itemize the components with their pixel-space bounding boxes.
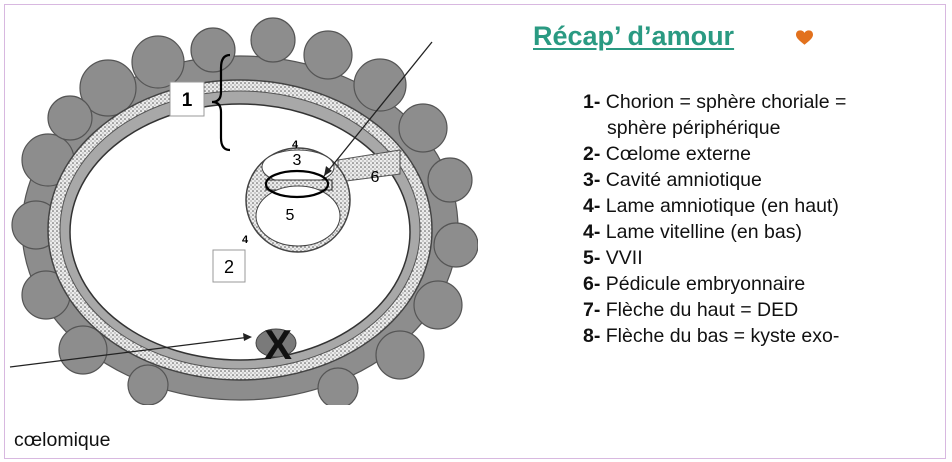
legend-item: 2- Cœlome externe (583, 141, 846, 167)
legend-item: 3- Cavité amniotique (583, 167, 846, 193)
diagram-label-5: 5 (286, 207, 295, 224)
diagram-label-2: 2 (224, 257, 234, 277)
legend-item: 6- Pédicule embryonnaire (583, 271, 846, 297)
heart-icon (796, 30, 813, 46)
exocoelom-cavity (70, 104, 410, 360)
legend-item: 4- Lame vitelline (en bas) (583, 219, 846, 245)
legend-item: 1- Chorion = sphère choriale =sphère pér… (583, 89, 846, 141)
page-title: Récap’ d’amour (533, 21, 734, 52)
legend-item: 8- Flèche du bas = kyste exo- (583, 323, 846, 349)
secondary-yolk-sac (256, 186, 340, 246)
legend-item: 5- VVII (583, 245, 846, 271)
legend-list: 1- Chorion = sphère choriale =sphère pér… (583, 89, 846, 349)
embryo-diagram: 1 2 3 4 4 5 6 X (8, 10, 478, 405)
diagram-label-4-top: 4 (292, 139, 299, 151)
legend-item-continuation: cœlomique (14, 429, 110, 452)
cross-mark: X (264, 321, 292, 368)
legend-item: 4- Lame amniotique (en haut) (583, 193, 846, 219)
diagram-label-6: 6 (371, 169, 380, 186)
diagram-label-3: 3 (293, 152, 302, 169)
legend-item: 7- Flèche du haut = DED (583, 297, 846, 323)
diagram-label-1: 1 (182, 90, 193, 111)
diagram-label-4-bottom: 4 (242, 234, 249, 246)
